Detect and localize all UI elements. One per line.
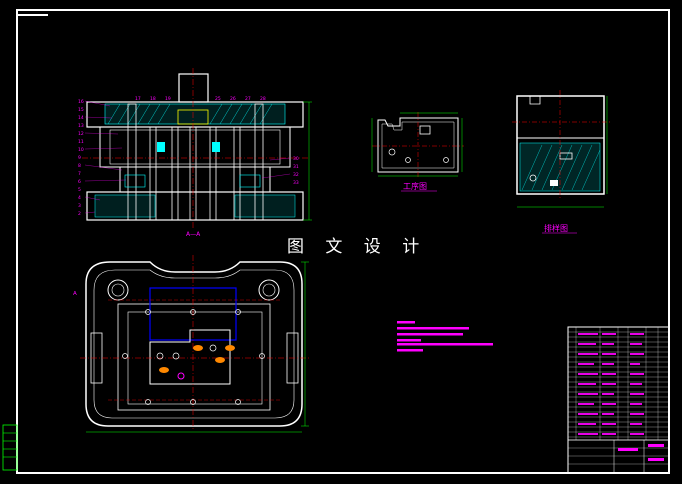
svg-text:13: 13 [78, 123, 84, 129]
svg-text:30: 30 [293, 156, 299, 162]
svg-text:2: 2 [78, 211, 81, 217]
die-plan-view[interactable] [80, 255, 310, 433]
svg-text:4: 4 [78, 195, 81, 201]
svg-text:33: 33 [293, 180, 299, 186]
section-marker-a: A [73, 291, 77, 297]
svg-text:5: 5 [78, 187, 81, 193]
svg-text:32: 32 [293, 172, 299, 178]
technical-requirements [397, 321, 493, 352]
drawing-border [16, 9, 670, 474]
svg-text:10: 10 [78, 147, 84, 153]
svg-text:18: 18 [150, 96, 156, 102]
svg-text:6: 6 [78, 179, 81, 185]
process-drawing[interactable] [371, 112, 464, 178]
svg-text:7: 7 [78, 171, 81, 177]
svg-text:16: 16 [78, 99, 84, 105]
section-label: A—A [186, 231, 201, 238]
svg-text:12: 12 [78, 131, 84, 137]
title-block[interactable] [567, 326, 670, 474]
svg-text:31: 31 [293, 164, 299, 170]
svg-text:8: 8 [78, 163, 81, 169]
svg-text:15: 15 [78, 107, 84, 113]
svg-text:27: 27 [245, 96, 251, 102]
process-drawing-title: 工序图 [403, 181, 427, 191]
strip-layout[interactable] [512, 90, 610, 208]
strip-layout-title: 排样图 [544, 223, 568, 233]
svg-text:19: 19 [165, 96, 171, 102]
svg-text:25: 25 [215, 96, 221, 102]
svg-text:3: 3 [78, 203, 81, 209]
svg-text:11: 11 [78, 139, 84, 145]
left-strip [2, 424, 18, 471]
svg-text:28: 28 [260, 96, 266, 102]
watermark: 图 文 设 计 [287, 237, 428, 257]
svg-text:26: 26 [230, 96, 236, 102]
svg-text:14: 14 [78, 115, 84, 121]
svg-text:9: 9 [78, 155, 81, 161]
svg-text:17: 17 [135, 96, 141, 102]
